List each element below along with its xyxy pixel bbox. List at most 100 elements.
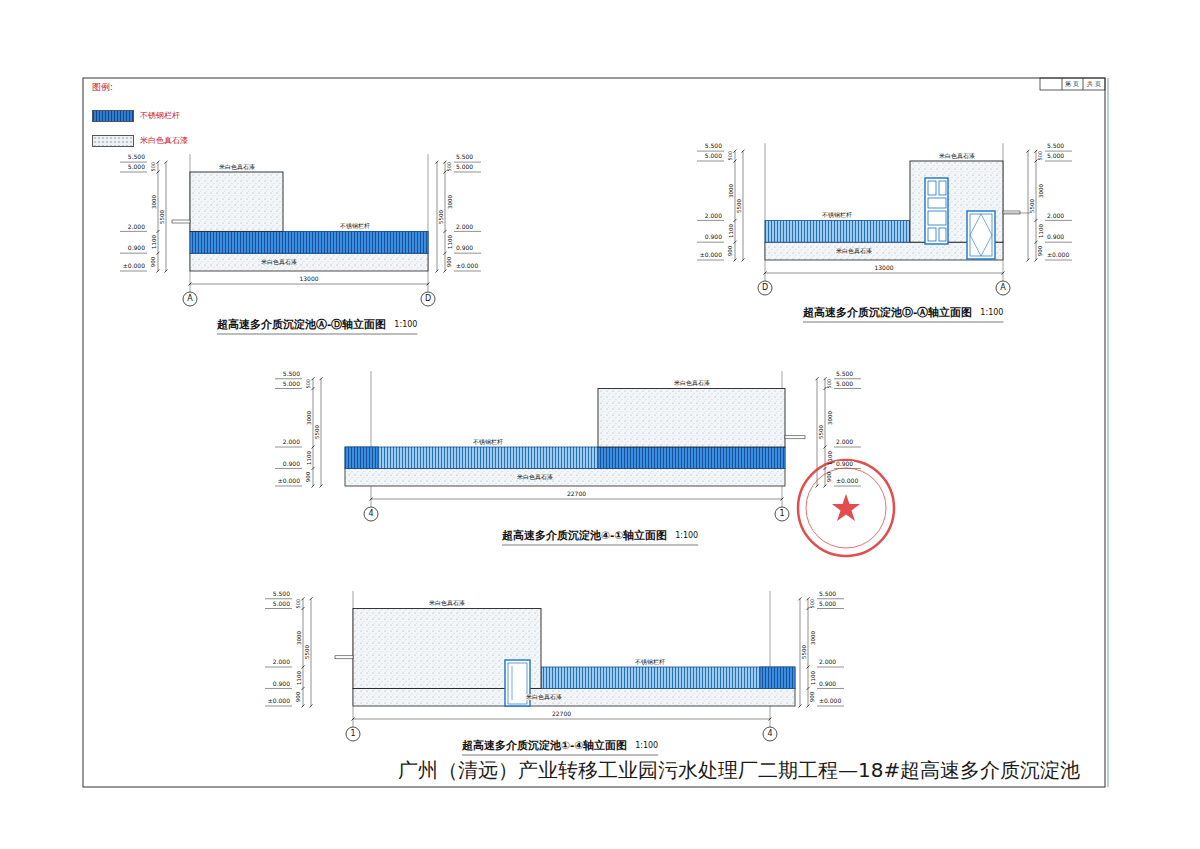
dimension-tick [157, 230, 160, 233]
legend-swatch [92, 110, 134, 122]
elevations [120, 143, 1072, 755]
dimension-text: 5500 [438, 210, 444, 224]
axis-label: A [1000, 284, 1005, 293]
dimension-tick [816, 485, 819, 488]
level-line [265, 598, 292, 599]
railing [598, 447, 785, 468]
dimension-tick [1027, 259, 1030, 262]
dimension-line [808, 599, 809, 706]
level-mark: 5.000 [1046, 153, 1065, 160]
dimension-text: 3000 [295, 631, 301, 645]
stone-base [190, 253, 428, 271]
dimension-text: 5500 [314, 425, 320, 439]
dimension-tick [302, 705, 305, 708]
dimension-tick [781, 498, 784, 501]
level-line [120, 162, 147, 163]
level-mark: ±0.000 [455, 263, 479, 270]
sheet-number: 第 页 [1065, 81, 1079, 87]
dimension-tick [807, 666, 810, 669]
dimension-tick [734, 259, 737, 262]
level-line [834, 378, 861, 379]
seal-star [832, 494, 860, 521]
level-mark: ±0.000 [122, 263, 146, 270]
axis-bubble [775, 507, 789, 521]
dimension-text: 900 [295, 692, 301, 703]
dimension-text: 1100 [826, 451, 832, 465]
level-mark: 5.000 [272, 601, 291, 608]
door-glass [512, 666, 513, 700]
dimension-tick [157, 252, 160, 255]
level-mark: 2.000 [272, 659, 291, 666]
drawing-title: 广州（清远）产业转移工业园污水处理厂二期工程—18#超高速多介质沉淀池 [398, 759, 1080, 781]
legend-heading: 图例: [92, 83, 113, 93]
level-mark: ±0.000 [1046, 252, 1070, 259]
level-mark: 5.000 [282, 381, 301, 388]
dimension-tick [427, 283, 430, 286]
dimension-tick [769, 718, 772, 721]
dimension-tick [444, 252, 447, 255]
dimension-tick [799, 705, 802, 708]
level-line [697, 242, 724, 243]
level-line [697, 161, 724, 162]
dimension-tick [1035, 259, 1038, 262]
axis-label: A [187, 295, 192, 304]
dimension-tick [312, 485, 315, 488]
sheet-border [83, 78, 1105, 787]
dimension-line [765, 273, 1003, 274]
railing [345, 447, 785, 468]
dimension-line [825, 379, 826, 486]
dimension-text: 500 [728, 151, 734, 161]
level-line [817, 667, 844, 668]
dimension-text: 900 [809, 692, 815, 703]
level-line [1045, 260, 1072, 261]
level-line [834, 447, 861, 448]
dimension-text: 3000 [809, 631, 815, 645]
level-mark: ±0.000 [277, 478, 301, 485]
dimension-tick [165, 270, 168, 273]
dimension-text: 1100 [809, 671, 815, 685]
level-mark: ±0.000 [818, 698, 842, 705]
dimension-line [1028, 151, 1029, 260]
level-mark: 2.000 [818, 659, 837, 666]
axis-label: 4 [767, 730, 772, 739]
dimension-tick [816, 377, 819, 380]
view-scale: 1:100 [394, 321, 417, 330]
stone-base [345, 468, 785, 486]
sheet-border [1108, 78, 1109, 787]
dimension-text: 13000 [873, 265, 894, 272]
level-mark: 5.500 [127, 154, 146, 161]
axis-line [371, 371, 372, 507]
level-mark: ±0.000 [267, 698, 291, 705]
level-line [697, 220, 724, 221]
dimension-text: 500 [1038, 151, 1044, 161]
material-note: 米白色真石漆 [218, 164, 256, 170]
pipe-stub [1003, 211, 1020, 214]
dimension-tick [165, 161, 168, 164]
view-title: 超高速多介质沉淀池Ⓓ-Ⓐ轴立面图 [803, 307, 972, 319]
dimension-line [743, 151, 744, 260]
title-underline [462, 755, 658, 756]
dimension-line [445, 162, 446, 271]
level-line [1045, 242, 1072, 243]
dimension-tick [1002, 272, 1005, 275]
window-pane [928, 228, 936, 241]
dimension-text: 3000 [305, 411, 311, 425]
dimension-text: 500 [827, 379, 833, 389]
level-mark: 5.500 [704, 143, 723, 150]
axis-bubble [996, 281, 1010, 295]
level-mark: 5.500 [272, 591, 291, 598]
dimension-text: 5500 [159, 210, 165, 224]
dimension-tick [157, 161, 160, 164]
dimension-tick [824, 446, 827, 449]
pipe-stub [785, 436, 805, 439]
dimension-tick [310, 597, 313, 600]
dimension-line [353, 719, 770, 720]
level-mark: 2.000 [127, 224, 146, 231]
dimension-tick [312, 467, 315, 470]
level-line [817, 598, 844, 599]
dimension-text: 3000 [446, 195, 452, 209]
dimension-text: 900 [826, 472, 832, 483]
dimension-text: 5500 [304, 645, 310, 659]
dimension-line [1036, 151, 1037, 260]
